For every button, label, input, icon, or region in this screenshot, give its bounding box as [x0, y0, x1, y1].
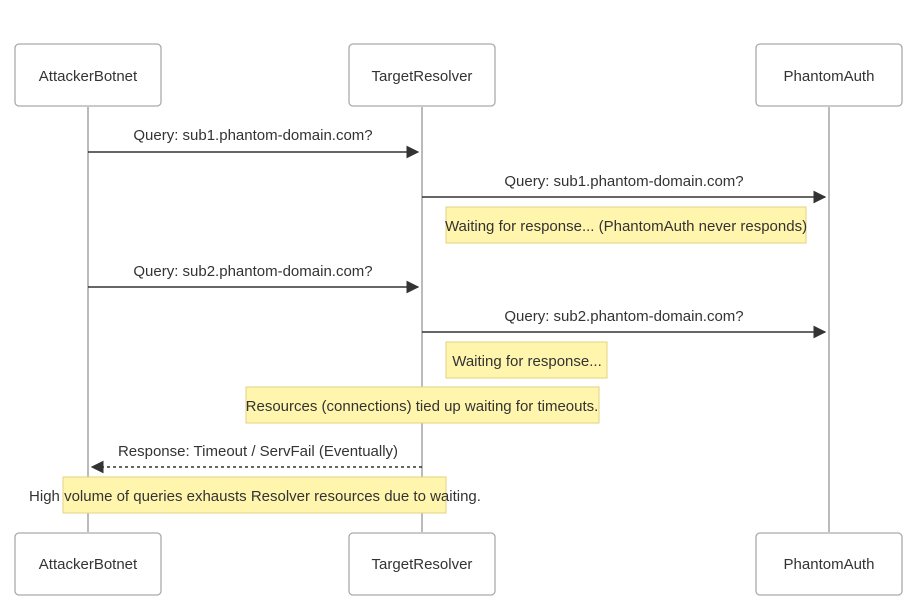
message-label: Query: sub2.phantom-domain.com?	[504, 308, 743, 325]
message-query-sub1-to-auth: Query: sub1.phantom-domain.com?	[422, 173, 827, 204]
message-label: Response: Timeout / ServFail (Eventually…	[118, 443, 398, 460]
actor-label: TargetResolver	[372, 68, 473, 85]
actor-label: TargetResolver	[372, 556, 473, 573]
note-resources-tied-up: Resources (connections) tied up waiting …	[245, 386, 600, 424]
message-query-sub1-to-resolver: Query: sub1.phantom-domain.com?	[88, 127, 420, 159]
message-query-sub2-to-resolver: Query: sub2.phantom-domain.com?	[88, 263, 420, 294]
actor-label: AttackerBotnet	[39, 68, 138, 85]
note-waiting: Waiting for response...	[445, 341, 608, 379]
note-text: Resources (connections) tied up waiting …	[246, 398, 599, 415]
actor-bottom-attackerbotnet: AttackerBotnet	[14, 532, 162, 596]
actor-top-phantomauth: PhantomAuth	[755, 43, 903, 107]
actor-label: PhantomAuth	[784, 556, 875, 573]
note-text: Waiting for response... (PhantomAuth nev…	[445, 218, 807, 235]
message-response-timeout: Response: Timeout / ServFail (Eventually…	[90, 443, 422, 474]
actor-top-attackerbotnet: AttackerBotnet	[14, 43, 162, 107]
actor-label: AttackerBotnet	[39, 556, 138, 573]
note-text: High volume of queries exhausts Resolver…	[29, 488, 481, 505]
note-text: Waiting for response...	[452, 353, 602, 370]
message-query-sub2-to-auth: Query: sub2.phantom-domain.com?	[422, 308, 827, 339]
note-high-volume: High volume of queries exhausts Resolver…	[29, 476, 481, 514]
actor-bottom-phantomauth: PhantomAuth	[755, 532, 903, 596]
actor-bottom-targetresolver: TargetResolver	[348, 532, 496, 596]
actor-top-targetresolver: TargetResolver	[348, 43, 496, 107]
message-label: Query: sub1.phantom-domain.com?	[133, 127, 372, 144]
message-label: Query: sub1.phantom-domain.com?	[504, 173, 743, 190]
note-waiting-never-responds: Waiting for response... (PhantomAuth nev…	[445, 206, 807, 244]
actor-label: PhantomAuth	[784, 68, 875, 85]
message-label: Query: sub2.phantom-domain.com?	[133, 263, 372, 280]
